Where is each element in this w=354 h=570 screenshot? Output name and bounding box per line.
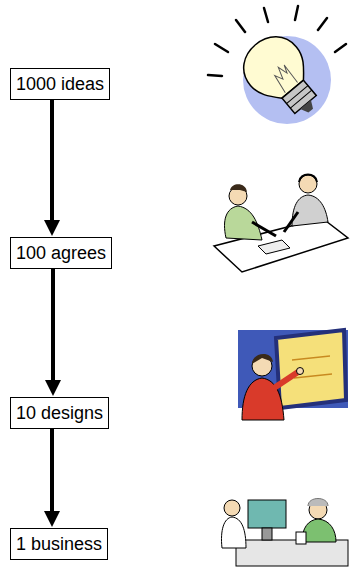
flow-arrow [51,269,55,380]
ray [215,44,228,52]
process-box: 1 business [10,528,108,560]
arm [274,372,298,388]
ray [264,8,268,22]
process-box: 100 agrees [10,237,112,269]
grey-hair [308,499,328,507]
box-label: 10 designs [16,402,103,424]
hair [252,354,273,364]
headset [299,175,317,183]
flow-arrow [50,429,54,511]
box-label: 100 agrees [16,242,106,264]
ray [318,18,327,30]
arm [284,212,298,232]
lightbulb-clipart [208,6,346,130]
monitor-stand [262,528,272,540]
thread [286,86,307,104]
paper [258,240,290,254]
person-head [224,500,240,516]
designer-clipart [238,330,348,420]
desk [236,540,348,566]
drawing-board [276,330,346,408]
person-body [292,195,328,226]
person-head [299,175,317,193]
box-label: 1 business [16,533,102,555]
ray [335,44,346,52]
ray [236,20,245,32]
process-box: 10 designs [10,397,109,429]
hand [297,368,304,375]
ray [208,75,222,76]
ray [295,6,298,20]
sketch-line [292,356,330,360]
bulb [232,25,333,129]
person-body [302,519,336,542]
arm [252,222,276,236]
hair [230,184,247,192]
meeting-clipart [214,175,348,273]
desk-clipart [221,499,348,567]
cup [296,532,306,544]
process-box: 1000 ideas [10,68,110,100]
box-label: 1000 ideas [16,73,104,95]
flow-arrow [50,100,54,220]
person-body [221,517,246,548]
bulb-tip [300,100,316,115]
monitor [248,500,286,528]
